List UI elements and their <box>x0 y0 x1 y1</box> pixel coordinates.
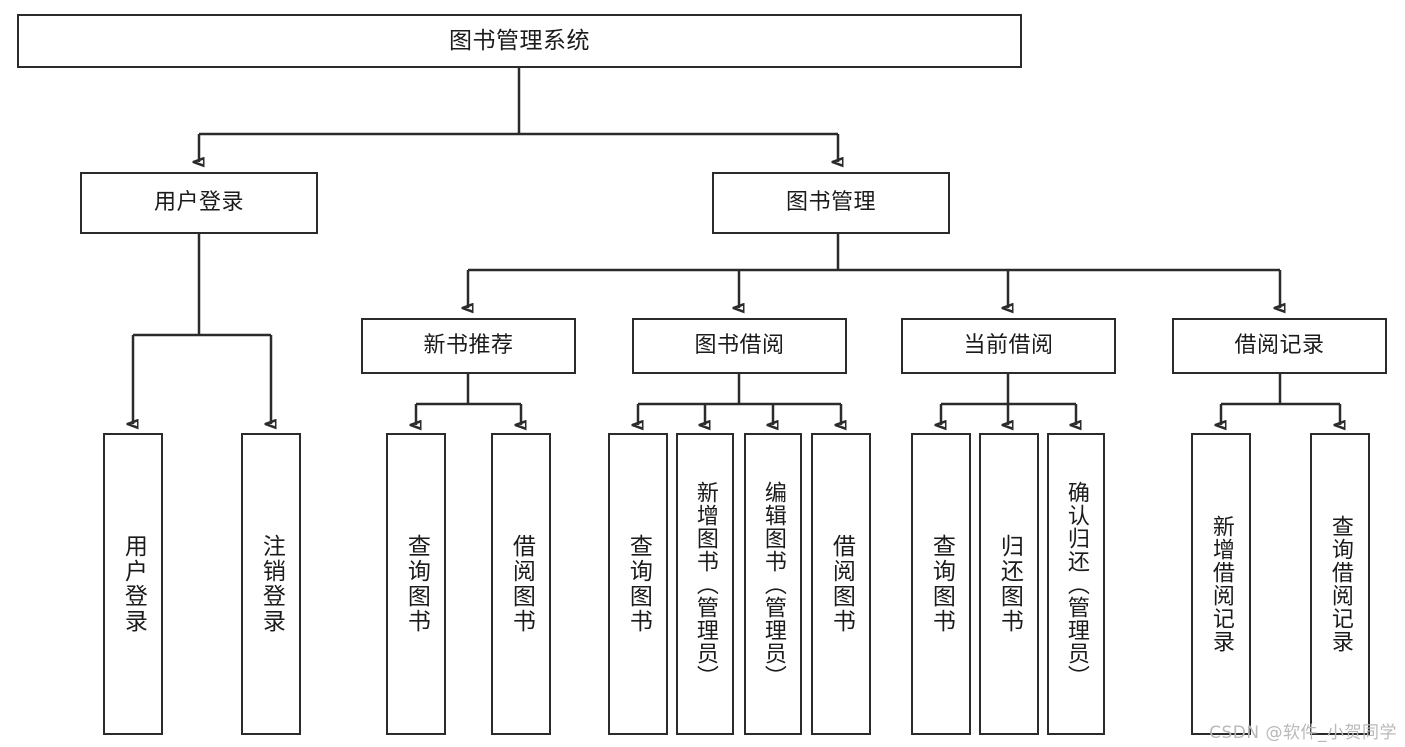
node-book-management[interactable]: 图书管理 <box>712 172 950 234</box>
node-label: 新书推荐 <box>423 333 514 359</box>
node-leaf-add-book[interactable]: 新增图书（管理员） <box>676 433 734 735</box>
node-label: 借阅图书 <box>828 534 855 634</box>
node-user-login[interactable]: 用户登录 <box>80 172 318 234</box>
node-leaf-return-book[interactable]: 归还图书 <box>979 433 1039 735</box>
node-leaf-query-book-3[interactable]: 查询图书 <box>911 433 971 735</box>
node-leaf-query-record[interactable]: 查询借阅记录 <box>1310 433 1370 735</box>
node-label: 图书管理 <box>785 190 876 216</box>
node-leaf-borrow-book-1[interactable]: 借阅图书 <box>491 433 551 735</box>
node-leaf-confirm-return[interactable]: 确认归还（管理员） <box>1047 433 1105 735</box>
node-label: 注销登录 <box>258 534 285 634</box>
watermark: CSDN @软件_小贺同学 <box>1209 723 1397 743</box>
node-leaf-user-login[interactable]: 用户登录 <box>103 433 163 735</box>
node-label: 归还图书 <box>996 534 1023 634</box>
node-borrow-record[interactable]: 借阅记录 <box>1172 318 1387 374</box>
node-label: 查询借阅记录 <box>1327 515 1353 653</box>
node-label: 确认归还（管理员） <box>1063 480 1089 688</box>
node-label: 图书借阅 <box>694 333 785 359</box>
node-new-book-recommendation[interactable]: 新书推荐 <box>361 318 576 374</box>
node-leaf-borrow-book-2[interactable]: 借阅图书 <box>811 433 871 735</box>
node-leaf-add-record[interactable]: 新增借阅记录 <box>1191 433 1251 735</box>
node-label: 借阅图书 <box>508 534 535 634</box>
node-label: 编辑图书（管理员） <box>760 480 786 688</box>
node-book-borrow[interactable]: 图书借阅 <box>632 318 847 374</box>
node-leaf-query-book-2[interactable]: 查询图书 <box>608 433 668 735</box>
node-label: 查询图书 <box>928 534 955 634</box>
node-root-book-management-system[interactable]: 图书管理系统 <box>17 14 1022 68</box>
node-label: 图书管理系统 <box>449 27 590 54</box>
node-label: 新增图书（管理员） <box>692 480 718 688</box>
node-label: 新增借阅记录 <box>1208 515 1234 653</box>
node-label: 查询图书 <box>625 534 652 634</box>
node-label: 查询图书 <box>403 534 430 634</box>
node-label: 当前借阅 <box>963 333 1054 359</box>
node-label: 用户登录 <box>153 190 244 216</box>
node-label: 借阅记录 <box>1234 333 1325 359</box>
node-leaf-logout[interactable]: 注销登录 <box>241 433 301 735</box>
node-label: 用户登录 <box>120 534 147 634</box>
node-leaf-query-book-1[interactable]: 查询图书 <box>386 433 446 735</box>
node-leaf-edit-book[interactable]: 编辑图书（管理员） <box>744 433 802 735</box>
node-current-borrow[interactable]: 当前借阅 <box>901 318 1116 374</box>
